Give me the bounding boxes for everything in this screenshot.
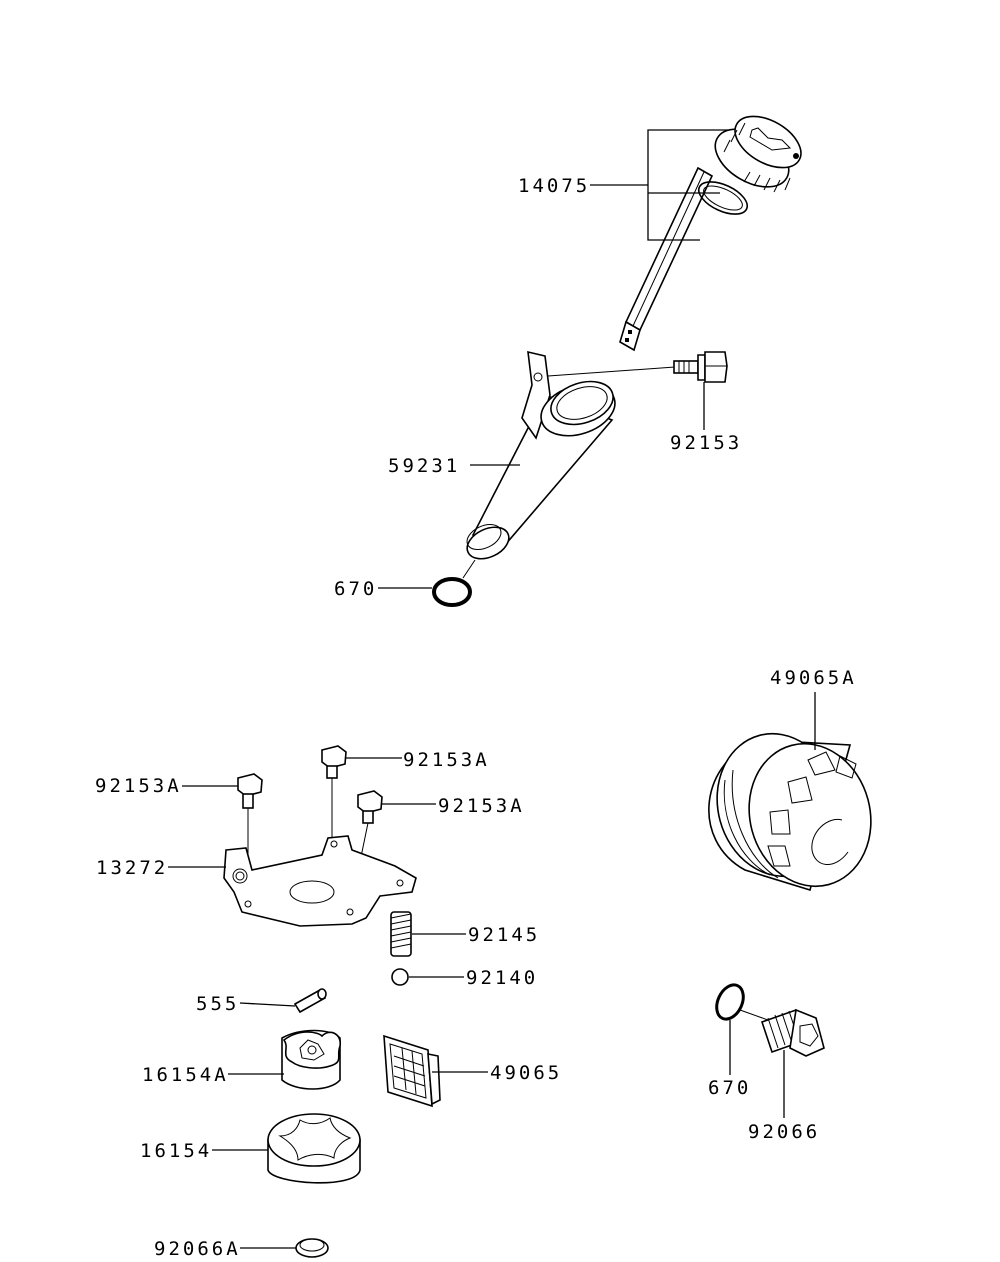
callout-92066A: 92066A: [154, 1238, 241, 1260]
callout-92153A-left: 92153A: [95, 775, 182, 797]
callout-92140: 92140: [466, 967, 538, 989]
callout-49065A: 49065A: [770, 667, 857, 689]
callout-13272: 13272: [96, 857, 168, 879]
drain-plug-part: [760, 1008, 825, 1057]
callout-92153: 92153: [670, 432, 742, 454]
dipstick-part: [619, 115, 802, 352]
bolt-92153A-left-part: [237, 773, 263, 809]
oil-filler-tube-part: [466, 350, 616, 560]
callout-92153A-mid: 92153A: [403, 749, 490, 771]
bolt-92153A-mid-part: [321, 745, 347, 779]
washer-part: [295, 1238, 329, 1258]
bolt-92153A-right-part: [357, 790, 383, 824]
ball-part: [391, 968, 409, 986]
spring-part: [390, 911, 412, 957]
o-ring-670-bottom-part: [715, 983, 745, 1021]
oil-screen-part: [383, 1034, 441, 1108]
bolt-92153-part: [547, 351, 728, 383]
callout-59231: 59231: [388, 455, 460, 477]
pump-cover-plate-part: [223, 835, 417, 927]
callout-92066: 92066: [748, 1121, 820, 1143]
callout-92153A-right: 92153A: [438, 795, 525, 817]
callout-16154A: 16154A: [142, 1064, 229, 1086]
o-ring-670-top-part: [432, 577, 472, 607]
callout-670-top: 670: [334, 578, 377, 600]
inner-rotor-part: [281, 1029, 341, 1090]
callout-555: 555: [196, 993, 239, 1015]
oil-filter-part: [708, 732, 872, 892]
callout-14075: 14075: [518, 175, 590, 197]
callout-16154: 16154: [140, 1140, 212, 1162]
callout-670-bottom: 670: [708, 1077, 751, 1099]
outer-rotor-part: [267, 1113, 361, 1184]
callout-92145: 92145: [468, 924, 540, 946]
pin-part: [293, 988, 327, 1014]
callout-49065: 49065: [490, 1062, 562, 1084]
